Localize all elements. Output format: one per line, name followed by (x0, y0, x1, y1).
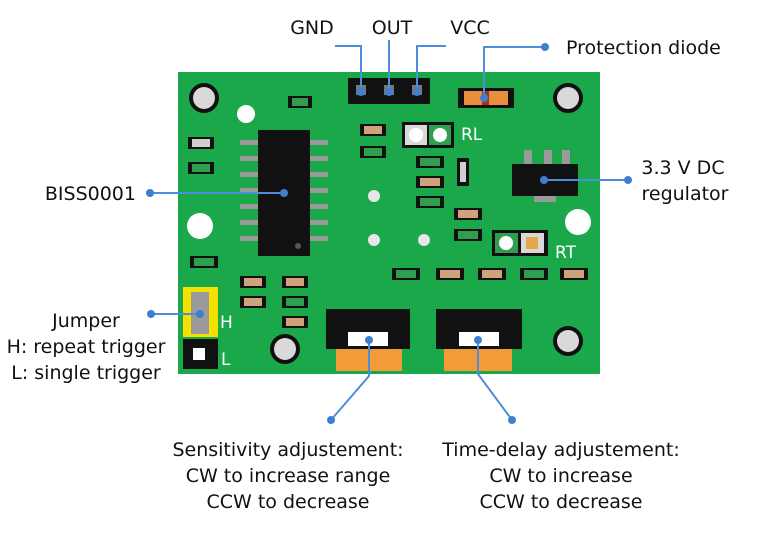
callout-dots (146, 43, 632, 424)
out-label: OUT (372, 17, 413, 39)
jumper-label-line3: L: single trigger (11, 362, 161, 384)
callout-lines (150, 40, 628, 421)
regulator-label-line1: 3.3 V DC (641, 157, 724, 179)
sensitivity-label-line2: CW to increase range (186, 465, 391, 487)
rl-label: RL (461, 125, 483, 145)
time-delay-label-line3: CCW to decrease (480, 491, 643, 513)
rt-pads (492, 230, 548, 256)
biss0001-label: BISS0001 (45, 183, 136, 205)
regulator-label-line2: regulator (642, 183, 729, 205)
jumper-label-line2: H: repeat trigger (7, 336, 166, 358)
rt-label: RT (555, 243, 577, 263)
jumper-h-label: H (220, 313, 233, 333)
jumper-l-label: L (221, 350, 231, 370)
gnd-label: GND (290, 17, 334, 39)
jumper (183, 287, 218, 369)
smd-components (188, 96, 588, 328)
jumper-label-line1: Jumper (51, 310, 120, 332)
sensitivity-label-line1: Sensitivity adjustement: (172, 439, 403, 461)
time-delay-label-line2: CW to increase (489, 465, 632, 487)
board-holes (187, 105, 591, 246)
vcc-label: VCC (450, 17, 490, 39)
time-delay-label-line1: Time-delay adjustement: (441, 439, 679, 461)
mounting-holes (189, 83, 583, 364)
sensitivity-label-line3: CCW to decrease (207, 491, 370, 513)
rl-pads (402, 122, 454, 148)
protection-diode-label: Protection diode (566, 37, 721, 59)
